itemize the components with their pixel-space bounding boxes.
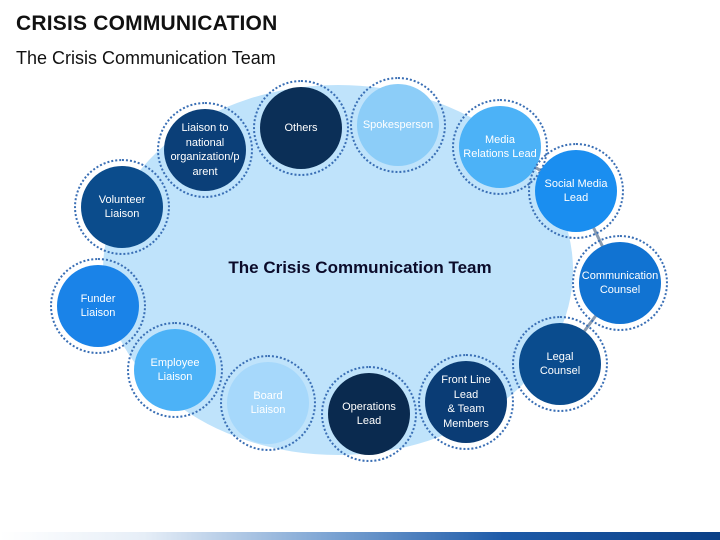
dotted-ring [452,99,548,195]
dotted-ring [418,354,514,450]
dotted-ring [321,366,417,462]
dotted-ring [253,80,349,176]
team-node-label: Spokesperson [362,118,434,131]
team-disc: Others [260,87,342,169]
team-node-others: Others [253,80,349,176]
center-label: The Crisis Communication Team [228,258,492,277]
dotted-ring [50,258,146,354]
dotted-ring [512,316,608,412]
dotted-ring [350,77,446,173]
dotted-ring [528,143,624,239]
dotted-ring [572,235,668,331]
team-node-spokesperson: Spokesperson [350,77,446,173]
team-node-label: Others [284,121,318,134]
dotted-ring [220,355,316,451]
dotted-ring [127,322,223,418]
dotted-ring [157,102,253,198]
page-subtitle: The Crisis Communication Team [16,48,276,68]
dotted-ring [74,159,170,255]
page-title: CRISIS COMMUNICATION [16,12,278,35]
team-disc: Spokesperson [357,84,439,166]
footer-gradient-bar [0,532,720,540]
